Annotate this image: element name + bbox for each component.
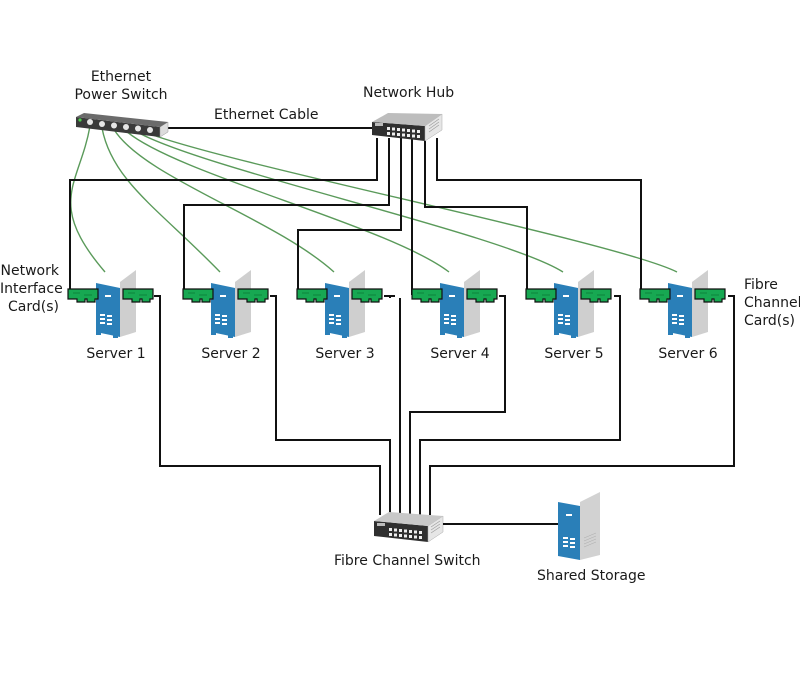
server-label: Server 2	[201, 346, 261, 362]
shared-storage-label: Shared Storage	[537, 568, 646, 584]
ethernet-cable-6	[436, 138, 647, 297]
fibre-cable-4	[409, 295, 506, 515]
fibre-channel-card	[122, 288, 154, 303]
ethernet-cable-3	[297, 138, 402, 297]
fibre-cable-6	[429, 295, 735, 515]
shared-storage-device	[558, 492, 600, 560]
network-interface-card	[411, 288, 443, 303]
power-cable-2	[101, 127, 221, 273]
fibre-channel-card	[237, 288, 269, 303]
power-cable-3	[113, 129, 335, 273]
fibre-cable-1	[154, 295, 381, 515]
ethernet-cable-4	[411, 138, 423, 295]
fibre-cable-2	[270, 295, 391, 515]
server-3	[296, 270, 383, 338]
server-6	[639, 270, 726, 338]
ethernet-cable-label: Ethernet Cable	[214, 107, 319, 123]
servers	[67, 270, 726, 338]
network-interface-card	[525, 288, 557, 303]
fibre-channel-card	[580, 288, 612, 303]
fibre-cable-5	[419, 295, 621, 515]
fibre-channel-card	[351, 288, 383, 303]
network-hub-label: Network Hub	[363, 85, 455, 101]
server-5	[525, 270, 612, 338]
server-label: Server 3	[315, 346, 375, 362]
server-4	[411, 270, 498, 338]
server-label: Server 6	[658, 346, 718, 362]
network-interface-card	[67, 288, 99, 303]
power-cable-1	[70, 125, 106, 273]
fibre-channel-card-label: Fibre Channel Card(s)	[744, 277, 800, 329]
server-1	[67, 270, 154, 338]
power-cable-4	[125, 130, 450, 273]
server-label: Server 4	[430, 346, 490, 362]
network-interface-card	[639, 288, 671, 303]
fibre-channel-card	[466, 288, 498, 303]
fibre-cable-3	[384, 295, 401, 515]
network-hub	[372, 113, 443, 142]
fibre-channel-switch	[374, 512, 444, 543]
ethernet-cables	[69, 138, 647, 297]
fibre-channel-switch-label: Fibre Channel Switch	[334, 553, 481, 569]
server-label: Server 5	[544, 346, 604, 362]
network-interface-card	[182, 288, 214, 303]
ethernet-power-switch	[76, 113, 169, 138]
power-cable-5	[137, 131, 564, 273]
network-interface-card	[296, 288, 328, 303]
server-label: Server 1	[86, 346, 146, 362]
fibre-channel-card	[694, 288, 726, 303]
ethernet-power-switch-label: Ethernet Power Switch	[74, 69, 168, 103]
power-cables	[70, 125, 678, 273]
fibre-channel-cables	[154, 295, 735, 515]
server-2	[182, 270, 269, 338]
nic-label: Network Interface Card(s)	[0, 263, 63, 315]
